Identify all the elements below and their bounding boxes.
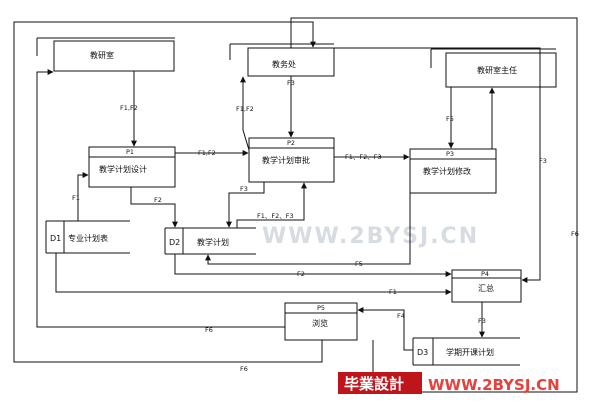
entity-jiaoyanshi-zhuren-label: 教研室主任 [477,65,517,75]
entity-jiaoyanshi: 教研室 [36,37,175,72]
process-p4-id: P4 [481,270,489,278]
flow-label-f1-d1-p1: F1 [72,194,80,202]
datastore-d2-label: 教学计划 [197,237,229,247]
flow-label-f5-p3-d2: F5 [355,260,363,268]
flow-p1-p2: F1,F2 [175,149,249,157]
flow-label-f1-d1-p4: F1 [389,288,397,296]
flow-zhuren-p3: F5 [446,87,454,149]
entity-jiaoyanshi-zhuren: 教研室主任 [430,48,557,88]
flow-bottom-loop: F6 [13,21,323,373]
process-p2: P2 教学计划审批 [248,137,335,183]
flow-label-f2-d2-p4: F2 [297,270,305,278]
process-p1-id: P1 [126,148,134,156]
process-p4: P4 汇总 [451,269,522,303]
flow-label-f2-p1-d2: F2 [154,196,162,204]
process-p1-label: 教学计划设计 [99,164,147,174]
flow-jiaowuchu-p4: F3 [334,47,547,283]
flow-label-f1f2f3-p2-p3: F1、F2、F3 [345,153,382,161]
process-p5-label: 浏览 [312,318,328,328]
process-p2-id: P2 [287,139,295,147]
process-p2-label: 教学计划审批 [262,155,310,165]
watermark-center: WWW.2BYSJ.CN [262,224,479,249]
flow-d2-p2: F1、F2、F3 [236,182,307,228]
flow-label-f3-p4-d3: F3 [478,317,486,325]
flow-label-f1f2-jys-p1: F1,F2 [120,104,138,112]
process-p3-label: 教学计划修改 [423,166,471,176]
flow-label-f3-jwc-p2: F3 [287,79,295,87]
flow-label-f6-right: F6 [571,230,579,238]
process-p3: P3 教学计划修改 [409,148,497,194]
flow-p1-d2: F2 [130,187,178,228]
flow-p2-jiaowuchu: F1,F2 [236,76,254,151]
datastore-d2: D2 教学计划 [164,227,256,255]
datastore-d1-label: 专业计划表 [68,233,108,243]
flow-label-f1f2-p1-p2: F1,F2 [198,149,216,157]
flow-p2-p3: F1、F2、F3 [334,153,410,161]
process-p1: P1 教学计划设计 [88,146,176,188]
flow-label-f3-p2-d2: F3 [240,185,248,193]
entity-jiaowuchu: 教务处 [229,43,335,77]
flow-label-f6-p5-jys: F6 [205,326,213,334]
flow-d1-p4: F1 [55,253,452,296]
process-p5-id: P5 [317,304,325,312]
datastore-d3-label: 学期开课计划 [446,347,494,357]
entity-jiaowuchu-label: 教务处 [272,59,296,69]
flow-jiaowuchu-p2: F3 [287,76,295,138]
flow-p5-jiaoyanshi: F6 [36,69,285,334]
flow-d2-p4: F2 [174,254,452,278]
flow-d1-p1: F1 [72,172,89,221]
datastore-d3: D3 学期开课计划 [412,337,520,366]
datastore-d1-id: D1 [50,234,61,243]
flow-p3-d2: F5 [205,193,411,268]
flow-label-f3-p3-p4: F3 [539,157,547,165]
flow-d3-p5: F4 [357,307,413,351]
process-p3-id: P3 [446,150,454,158]
datastore-d2-id: D2 [169,238,180,247]
flow-jiaoyanshi-p1: F1,F2 [120,71,138,147]
flow-label-f1f2-p2-jwc: F1,F2 [236,105,254,113]
flow-label-f4-d3-p5: F4 [397,312,405,320]
flow-p2-d2: F3 [226,182,265,228]
flow-label-f1f2f3-d2-p2: F1、F2、F3 [257,212,294,220]
datastore-d1: D1 专业计划表 [45,220,130,254]
flow-label-f6-bottom: F6 [240,365,248,373]
process-p4-label: 汇总 [478,283,494,293]
flow-p4-d3: F3 [478,302,486,338]
watermark-badge: 毕業設計 [338,372,422,394]
flow-label-f5-zr-p3: F5 [446,115,454,123]
watermark-bottom: WWW.2BYSJ.CN [428,376,560,394]
entity-jiaoyanshi-label: 教研室 [90,50,114,60]
watermark-badge-text: 毕業設計 [344,375,404,393]
process-p5: P5 浏览 [284,302,358,341]
datastore-d3-id: D3 [417,348,428,357]
